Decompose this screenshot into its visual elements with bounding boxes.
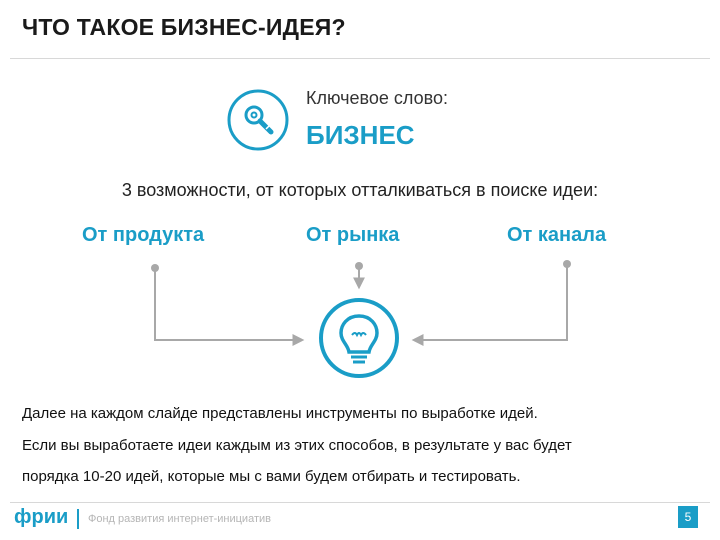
note-line-2: Если вы выработаете идеи каждым из этих … bbox=[22, 437, 572, 454]
footer-divider bbox=[10, 502, 710, 503]
connector-channel bbox=[414, 260, 571, 340]
note-line-3: порядка 10-20 идей, которые мы с вами бу… bbox=[22, 468, 521, 485]
organization-name: Фонд развития интернет-инициатив bbox=[88, 513, 271, 525]
lightbulb-icon bbox=[318, 297, 400, 379]
frii-logo: фрии bbox=[14, 506, 68, 529]
logo-separator bbox=[77, 509, 79, 529]
connector-product bbox=[151, 264, 302, 340]
page-number-badge: 5 bbox=[678, 506, 698, 528]
connector-market bbox=[355, 262, 363, 287]
note-line-1: Далее на каждом слайде представлены инст… bbox=[22, 405, 538, 422]
